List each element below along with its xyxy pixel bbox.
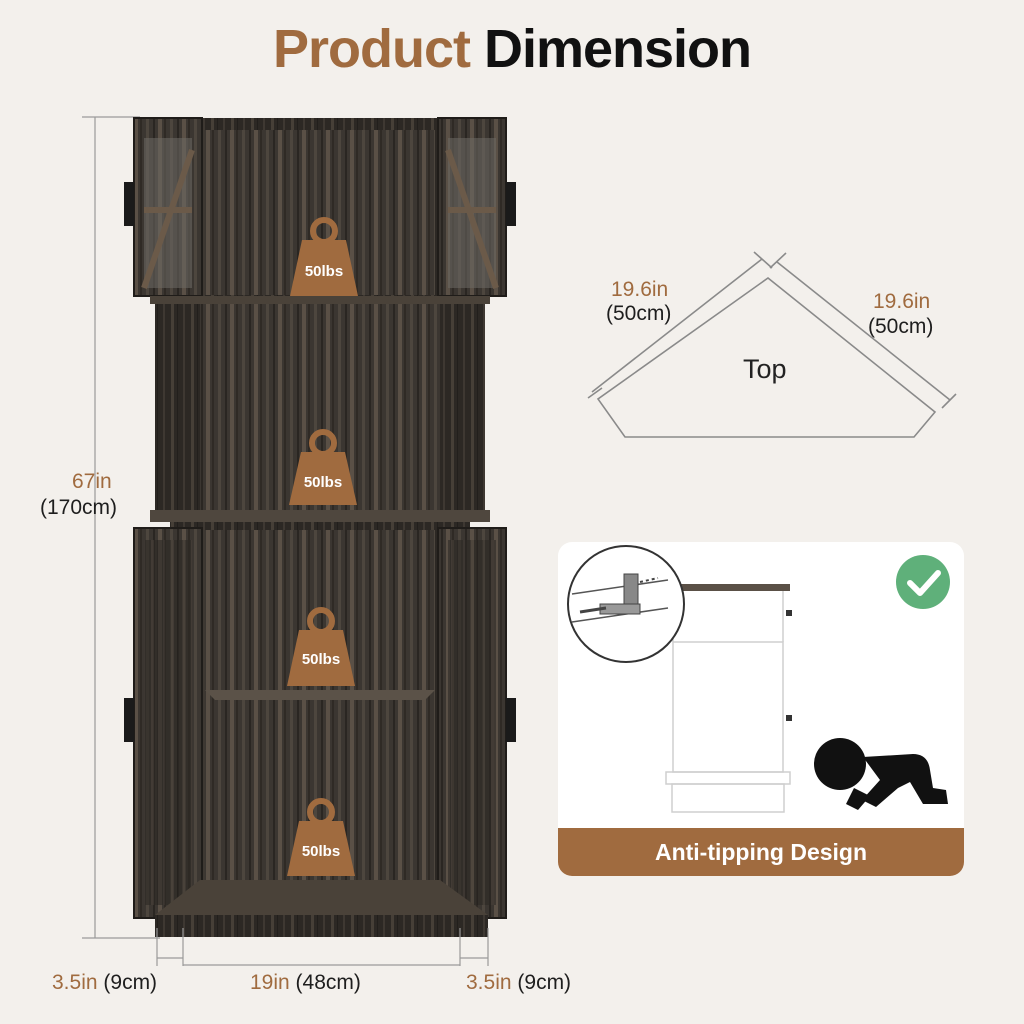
top-right-side-inches: 19.6in <box>873 290 931 313</box>
top-view-label: Top <box>743 354 787 384</box>
anti-tipping-illustration <box>567 545 950 813</box>
bottom-width: 19in (48cm) <box>250 971 361 994</box>
title-word-dimension: Dimension <box>483 19 752 79</box>
shelf-weight-label: 50lbs <box>301 651 341 668</box>
height-inches: 67in <box>72 470 112 493</box>
bottom-left-depth: 3.5in (9cm) <box>52 971 158 994</box>
lower-left-door <box>124 527 203 919</box>
bottom-right-depth: 3.5in (9cm) <box>466 971 572 994</box>
weight-icon <box>290 217 358 296</box>
top-left-side-inches: 19.6in <box>611 278 669 301</box>
upper-right-door <box>437 117 516 297</box>
furniture-outline <box>665 590 791 813</box>
top-right-side-cm: (50cm) <box>868 315 934 338</box>
top-view-diagram <box>587 251 957 438</box>
shelf-weight-label: 50lbs <box>303 474 343 491</box>
shelf-weight-label: 50lbs <box>304 263 344 280</box>
page-title: Product Dimension <box>0 18 1024 80</box>
crawling-baby-icon <box>814 738 948 810</box>
upper-left-door <box>124 117 203 297</box>
lower-right-door <box>437 527 516 919</box>
height-cm: (170cm) <box>40 496 118 519</box>
weight-icon <box>287 798 355 876</box>
title-word-product: Product <box>272 19 471 79</box>
anti-tipping-panel: Anti-tipping Design <box>558 542 964 876</box>
top-left-side-cm: (50cm) <box>606 302 672 325</box>
anti-tipping-banner: Anti-tipping Design <box>558 828 964 876</box>
wall-bracket-icon <box>567 545 685 663</box>
height-dimension-line <box>82 116 160 939</box>
weight-icon <box>287 607 355 686</box>
shelf-weight-label: 50lbs <box>301 843 341 860</box>
weight-icon <box>289 429 357 505</box>
check-circle-icon <box>896 555 950 609</box>
bottom-dimension-lines <box>156 928 489 966</box>
